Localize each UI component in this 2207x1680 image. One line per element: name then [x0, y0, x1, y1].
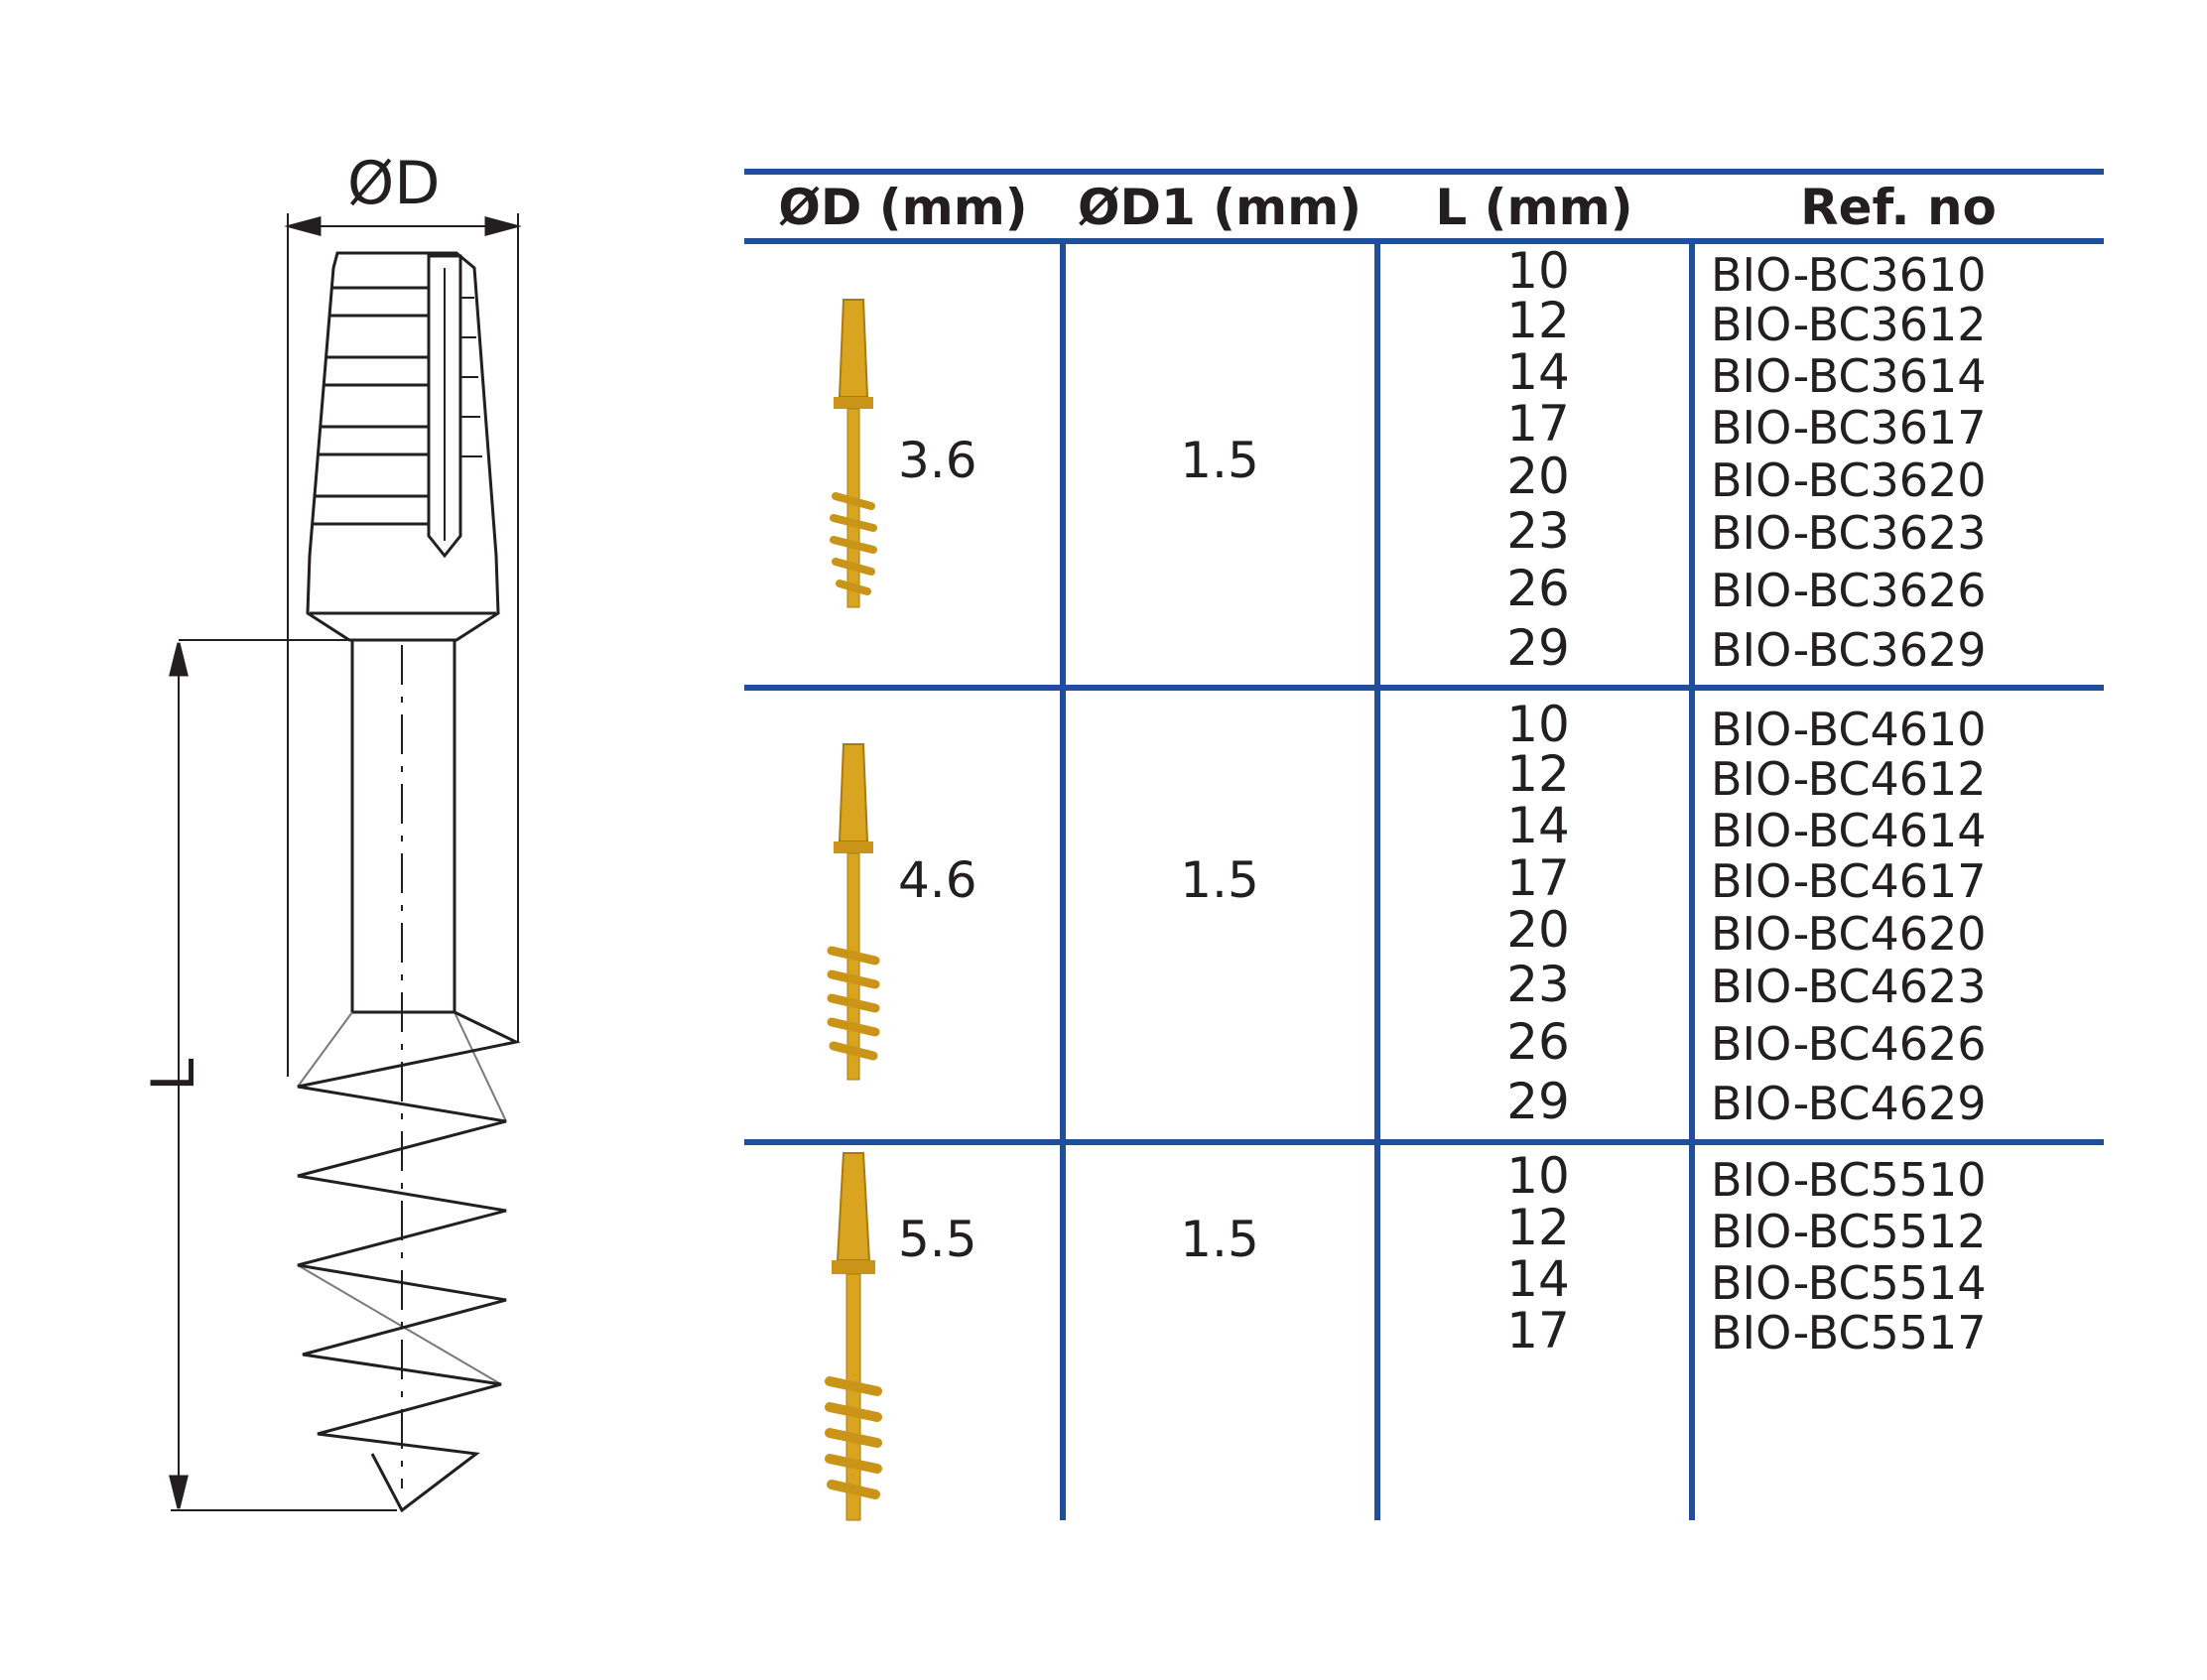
- group-1-diameter: 3.6: [898, 432, 977, 489]
- group-3-ref: BIO-BC5512: [1711, 1205, 1987, 1258]
- group-2-length: 14: [1506, 797, 1570, 854]
- screw-icon: [827, 743, 880, 1081]
- group-2-ref: BIO-BC4612: [1711, 752, 1987, 806]
- group-1-ref: BIO-BC3610: [1711, 248, 1987, 302]
- group-3-ref: BIO-BC5517: [1711, 1306, 1987, 1359]
- group-2-ref: BIO-BC4610: [1711, 703, 1987, 756]
- group-1-ref: BIO-BC3614: [1711, 349, 1987, 403]
- group-3-length: 14: [1506, 1250, 1570, 1308]
- group-divider-1: [744, 685, 2104, 691]
- group-1-length: 10: [1506, 242, 1570, 300]
- group-1-ref: BIO-BC3623: [1711, 506, 1987, 560]
- group-3-length: 12: [1506, 1199, 1570, 1256]
- group-divider-2: [744, 1139, 2104, 1145]
- screw-icon: [825, 1152, 882, 1521]
- group-1-d1: 1.5: [1180, 432, 1259, 489]
- group-1-length: 12: [1506, 292, 1570, 349]
- group-3-length: 10: [1506, 1147, 1570, 1205]
- header-d1: ØD1 (mm): [1077, 179, 1363, 236]
- group-2-length: 29: [1506, 1073, 1570, 1130]
- header-d: ØD (mm): [778, 179, 1028, 236]
- group-1-length: 17: [1506, 395, 1570, 452]
- group-2-ref: BIO-BC4620: [1711, 907, 1987, 961]
- group-1-ref: BIO-BC3620: [1711, 453, 1987, 507]
- screw-icon: [830, 299, 877, 608]
- group-2-d1: 1.5: [1180, 851, 1259, 909]
- group-3-diameter: 5.5: [898, 1211, 977, 1268]
- group-2-length: 26: [1506, 1013, 1570, 1071]
- group-1-ref: BIO-BC3629: [1711, 623, 1987, 677]
- group-3-d1: 1.5: [1180, 1211, 1259, 1268]
- length-label: L: [139, 1058, 208, 1092]
- group-2-ref: BIO-BC4626: [1711, 1017, 1987, 1071]
- group-2-ref: BIO-BC4623: [1711, 960, 1987, 1013]
- group-3-ref: BIO-BC5514: [1711, 1256, 1987, 1310]
- group-2-length: 12: [1506, 745, 1570, 803]
- group-2-ref: BIO-BC4614: [1711, 804, 1987, 857]
- group-2-length: 10: [1506, 696, 1570, 753]
- group-3-length: 17: [1506, 1302, 1570, 1359]
- group-1-ref: BIO-BC3626: [1711, 564, 1987, 617]
- group-3-ref: BIO-BC5510: [1711, 1153, 1987, 1207]
- group-2-length: 17: [1506, 849, 1570, 907]
- column-divider-1: [1060, 244, 1066, 1520]
- header-ref: Ref. no: [1800, 179, 1997, 236]
- group-1-ref: BIO-BC3612: [1711, 298, 1987, 351]
- group-2-ref: BIO-BC4617: [1711, 854, 1987, 908]
- column-divider-2: [1374, 244, 1380, 1520]
- group-1-length: 29: [1506, 619, 1570, 677]
- column-divider-3: [1689, 244, 1695, 1520]
- group-2-ref: BIO-BC4629: [1711, 1077, 1987, 1130]
- group-2-length: 20: [1506, 901, 1570, 959]
- group-1-length: 14: [1506, 343, 1570, 401]
- group-2-length: 23: [1506, 956, 1570, 1013]
- diameter-label: ØD: [347, 149, 441, 218]
- header-length: L (mm): [1435, 179, 1633, 236]
- group-1-length: 23: [1506, 502, 1570, 560]
- group-1-length: 26: [1506, 560, 1570, 617]
- table-header-rule: [744, 238, 2104, 244]
- group-1-length: 20: [1506, 448, 1570, 505]
- table-top-rule: [744, 169, 2104, 175]
- group-2-diameter: 4.6: [898, 851, 977, 909]
- group-1-ref: BIO-BC3617: [1711, 401, 1987, 454]
